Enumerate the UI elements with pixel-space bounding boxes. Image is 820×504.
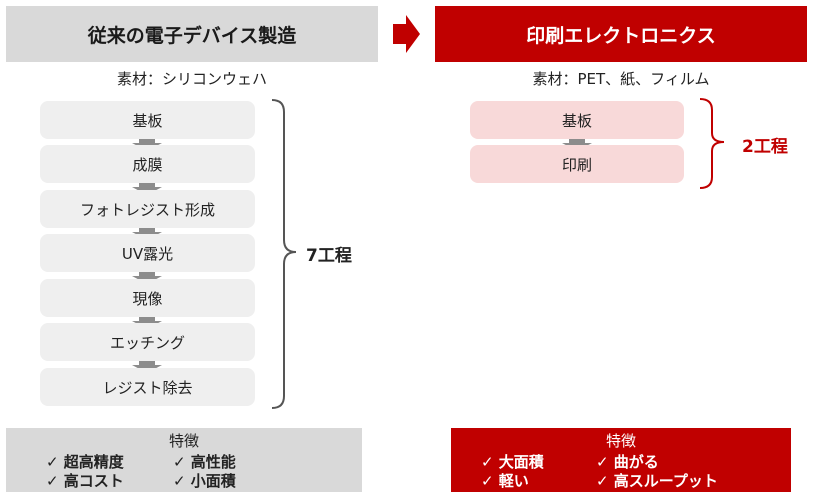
printed-features-title: 特徴 <box>605 432 636 450</box>
conventional-features-box: 特徴 ✓ 超高精度 ✓ 高性能 ✓ 高コスト ✓ 小面積 <box>6 428 362 492</box>
feature-large-area: ✓ 大面積 <box>481 453 544 471</box>
printed-step-printing: 印刷 <box>470 145 684 183</box>
conventional-step-resist-removal: レジスト除去 <box>40 368 255 406</box>
printed-step-substrate: 基板 <box>470 101 684 139</box>
feature-high-cost: ✓ 高コスト <box>46 472 124 490</box>
feature-high-throughput: ✓ 高スループット <box>596 472 718 490</box>
conventional-step-etching: エッチング <box>40 323 255 361</box>
conventional-step-film-deposition: 成膜 <box>40 145 255 183</box>
feature-small-area: ✓ 小面積 <box>173 472 236 490</box>
printed-electronics-header: 印刷エレクトロニクス <box>435 6 807 62</box>
conventional-material: 素材：シリコンウェハ <box>116 70 267 88</box>
conventional-step-photoresist: フォトレジスト形成 <box>40 190 255 228</box>
conventional-header: 従来の電子デバイス製造 <box>6 6 378 62</box>
feature-flexible: ✓ 曲がる <box>596 453 659 471</box>
printed-material: 素材：PET、紙、フィルム <box>532 70 710 88</box>
feature-ultra-precision: ✓ 超高精度 <box>46 453 124 471</box>
conventional-features-title: 特徴 <box>168 432 199 450</box>
printed-step-count: 2工程 <box>742 137 788 157</box>
conventional-step-count: 7工程 <box>306 246 352 266</box>
conventional-step-development: 現像 <box>40 279 255 317</box>
feature-high-performance: ✓ 高性能 <box>173 453 236 471</box>
feature-lightweight: ✓ 軽い <box>481 472 529 490</box>
conventional-step-uv-exposure: UV露光 <box>40 234 255 272</box>
conventional-step-substrate: 基板 <box>40 101 255 139</box>
printed-features-box: 特徴 ✓ 大面積 ✓ 曲がる ✓ 軽い ✓ 高スループット <box>451 428 791 492</box>
